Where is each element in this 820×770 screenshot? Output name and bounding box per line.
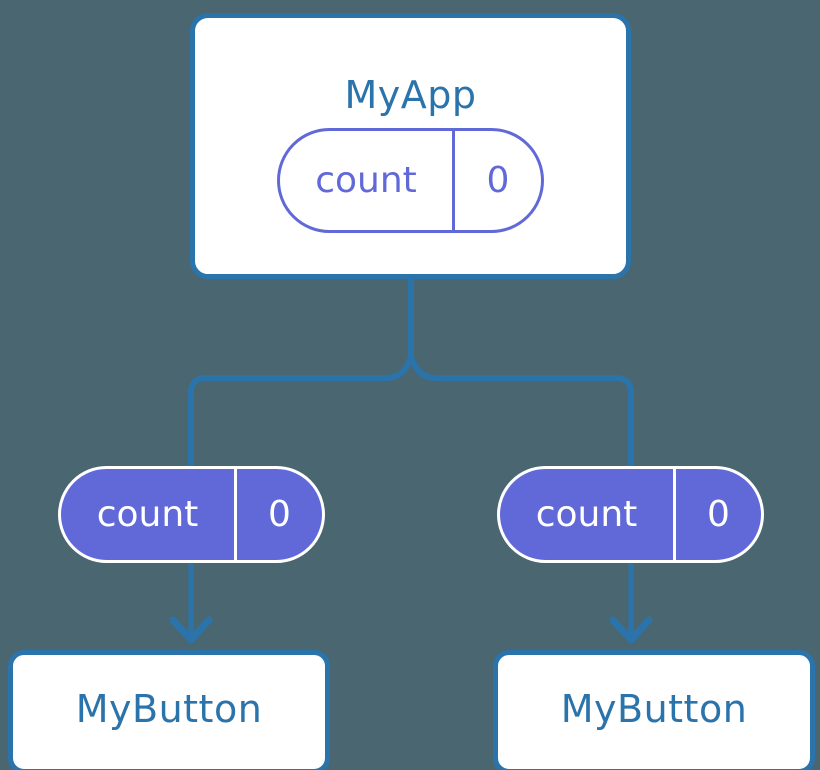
state-pill-myapp[interactable]: count 0 bbox=[277, 128, 544, 233]
prop-pill-left[interactable]: count 0 bbox=[58, 466, 325, 563]
component-box-mybutton-left[interactable]: MyButton bbox=[8, 650, 330, 770]
branch-line-left bbox=[188, 355, 414, 466]
arrow-head-left bbox=[169, 616, 213, 644]
component-label-mybutton-left: MyButton bbox=[75, 687, 263, 731]
component-box-mybutton-right[interactable]: MyButton bbox=[493, 650, 815, 770]
prop-pill-value-left: 0 bbox=[268, 494, 291, 535]
prop-pill-right[interactable]: count 0 bbox=[497, 466, 764, 563]
component-label-myapp: MyApp bbox=[344, 73, 477, 117]
state-pill-key: count bbox=[280, 131, 455, 230]
prop-pill-value-right: 0 bbox=[707, 494, 730, 535]
branch-line-right bbox=[408, 355, 634, 466]
component-label-mybutton-right: MyButton bbox=[560, 687, 748, 731]
arrow-head-right bbox=[609, 616, 653, 644]
state-pill-value: 0 bbox=[486, 160, 510, 201]
prop-pill-key-right: count bbox=[500, 469, 676, 560]
prop-pill-key-left: count bbox=[61, 469, 237, 560]
